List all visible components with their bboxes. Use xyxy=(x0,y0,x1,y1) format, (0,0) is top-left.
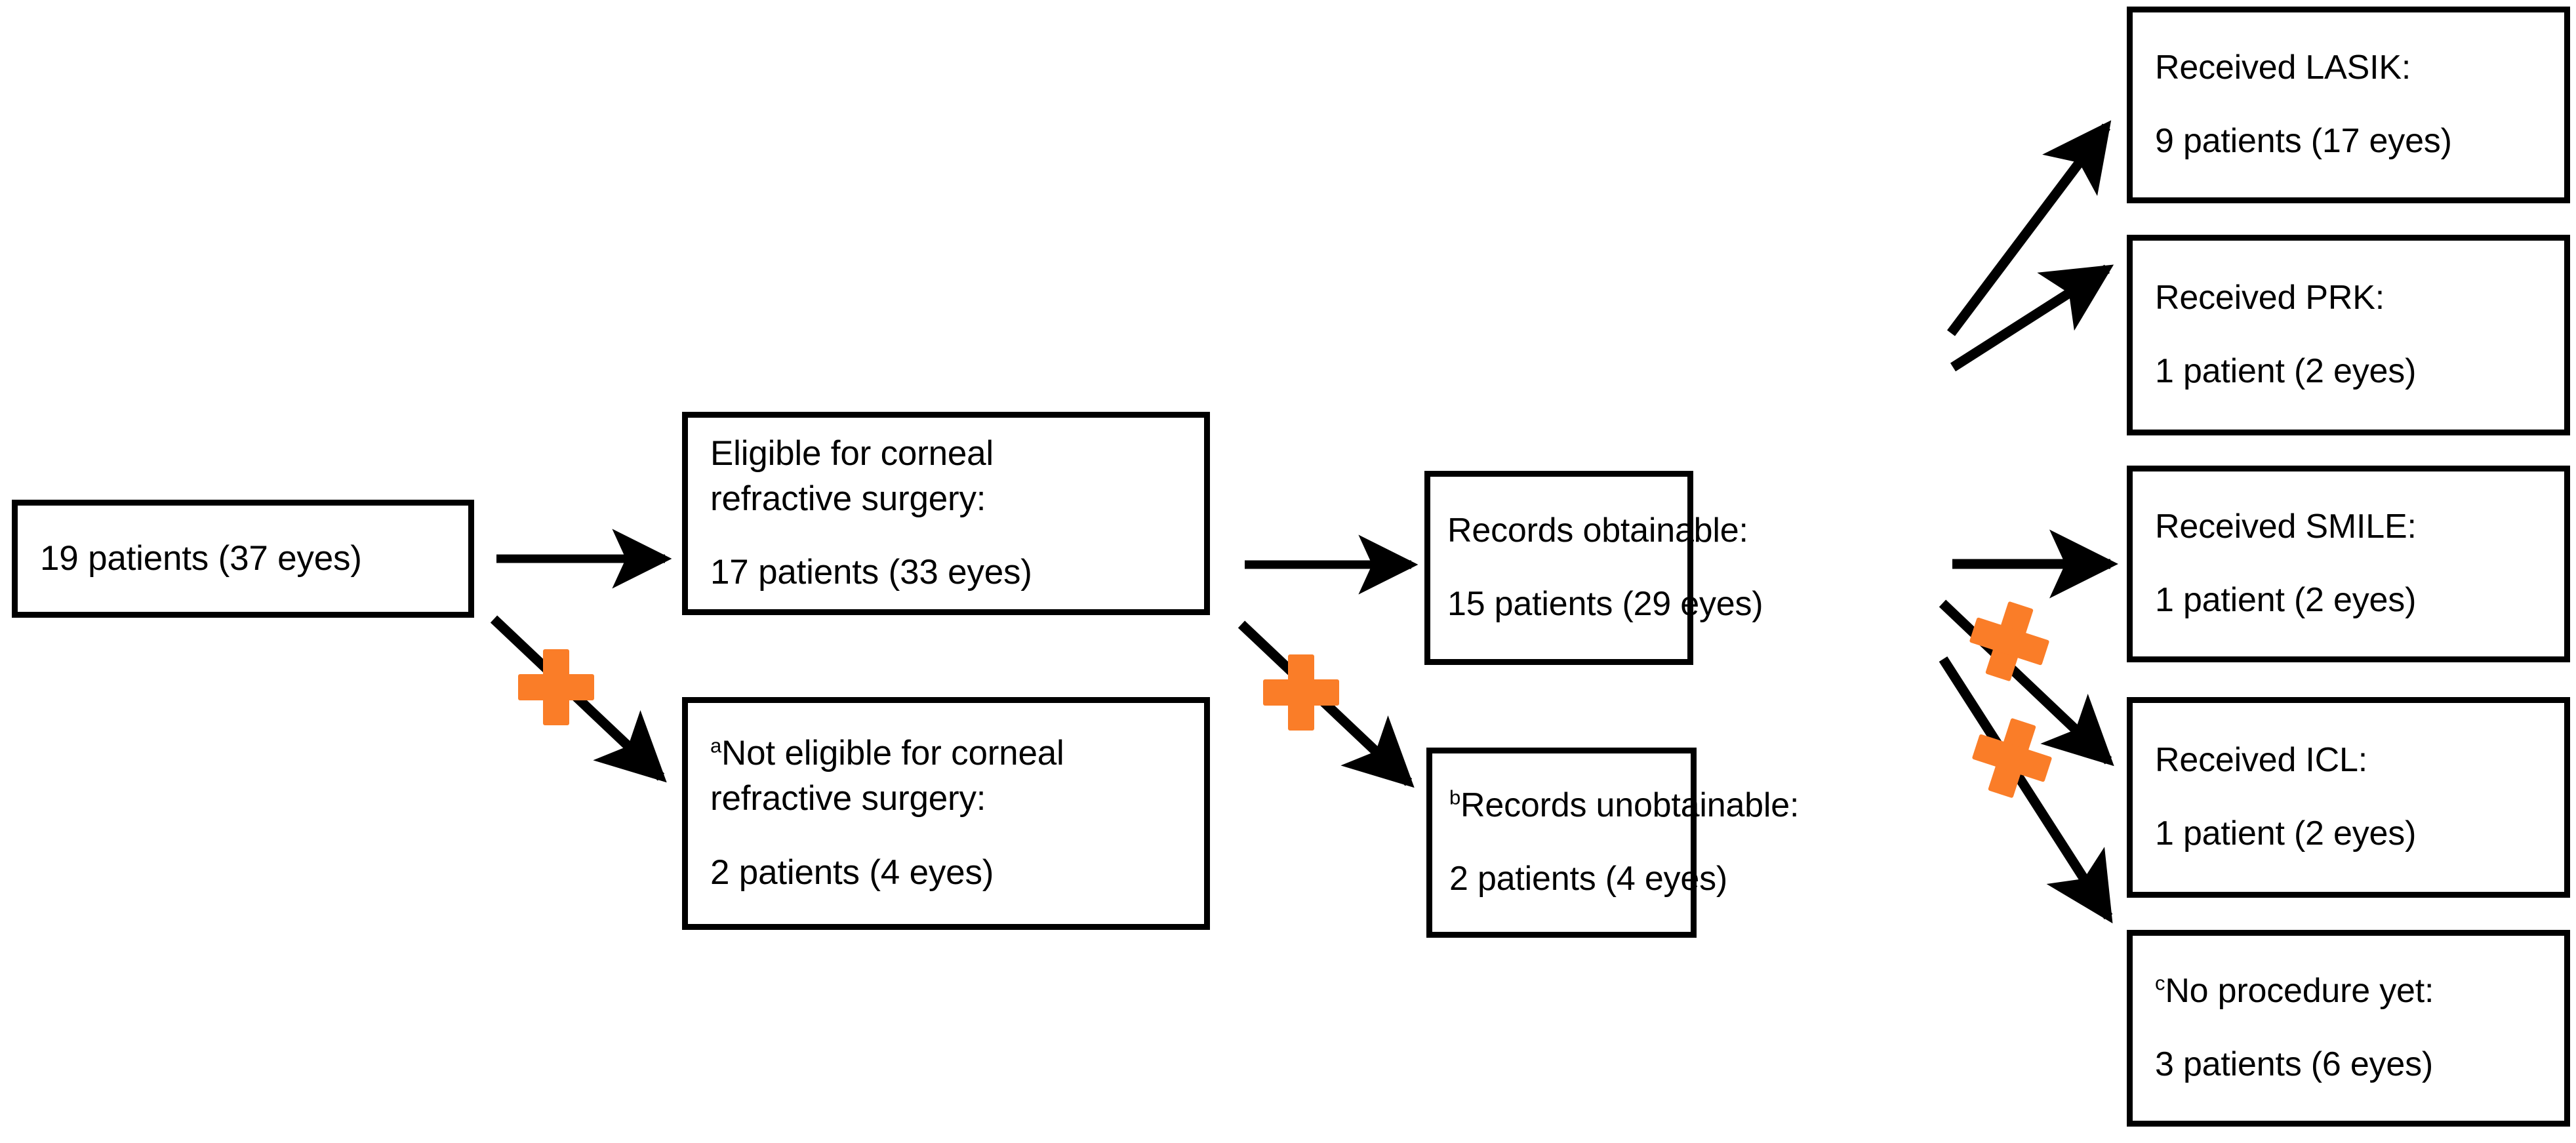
ineligible-title-line1: aNot eligible for corneal xyxy=(710,731,1182,776)
smile-count: 1 patient (2 eyes) xyxy=(2155,581,2417,619)
node-smile: Received SMILE: 1 patient (2 eyes) xyxy=(2127,466,2570,662)
icl-count: 1 patient (2 eyes) xyxy=(2155,814,2417,852)
icl-title: Received ICL: xyxy=(2155,741,2367,780)
records-unobtainable-title: bRecords unobtainable: xyxy=(1449,784,1799,828)
node-prk: Received PRK: 1 patient (2 eyes) xyxy=(2127,235,2570,435)
no-procedure-title: cNo procedure yet: xyxy=(2155,969,2542,1014)
node-records-obtainable: Records obtainable: 15 patients (29 eyes… xyxy=(1424,471,1763,665)
exclusion-cross-icon xyxy=(518,649,594,725)
eligible-title-line1: Eligible for corneal xyxy=(710,433,994,473)
no-procedure-title-text: No procedure yet: xyxy=(2165,972,2434,1011)
no-procedure-count: 3 patients (6 eyes) xyxy=(2155,1045,2433,1083)
ineligible-title-text: Not eligible for corneal xyxy=(721,734,1064,773)
footnote-marker-a: a xyxy=(710,734,722,757)
ineligible-count: 2 patients (4 eyes) xyxy=(710,852,994,892)
prk-count: 1 patient (2 eyes) xyxy=(2155,352,2417,390)
records-unobtainable-title-text: Records unobtainable: xyxy=(1460,786,1800,825)
eligible-title-line2: refractive surgery: xyxy=(710,479,986,518)
records-obtainable-title: Records obtainable: xyxy=(1447,511,1748,550)
smile-title: Received SMILE: xyxy=(2155,508,2417,546)
node-icl: Received ICL: 1 patient (2 eyes) xyxy=(2127,697,2570,898)
prk-title: Received PRK: xyxy=(2155,279,2385,317)
records-obtainable-count: 15 patients (29 eyes) xyxy=(1447,585,1763,623)
node-no-procedure: cNo procedure yet: 3 patients (6 eyes) xyxy=(2127,930,2570,1127)
exclusion-cross-icon xyxy=(1263,654,1339,731)
ineligible-title-line2: refractive surgery: xyxy=(710,779,986,818)
edge-records-to-prk xyxy=(1950,264,2114,372)
records-unobtainable-count: 2 patients (4 eyes) xyxy=(1449,860,1727,898)
eligible-count: 17 patients (33 eyes) xyxy=(710,553,1032,592)
node-enrolled: 19 patients (37 eyes) xyxy=(12,500,474,618)
edge-records-to-lasik xyxy=(1947,120,2112,336)
lasik-title: Received LASIK: xyxy=(2155,49,2411,87)
lasik-count: 9 patients (17 eyes) xyxy=(2155,122,2452,160)
enrolled-count: 19 patients (37 eyes) xyxy=(40,538,362,578)
node-ineligible: aNot eligible for corneal refractive sur… xyxy=(682,697,1210,930)
node-records-unobtainable: bRecords unobtainable: 2 patients (4 eye… xyxy=(1426,748,1799,938)
footnote-marker-c: c xyxy=(2155,972,2165,995)
node-lasik: Received LASIK: 9 patients (17 eyes) xyxy=(2127,7,2570,203)
node-eligible: Eligible for corneal refractive surgery:… xyxy=(682,412,1210,615)
footnote-marker-b: b xyxy=(1449,786,1461,810)
